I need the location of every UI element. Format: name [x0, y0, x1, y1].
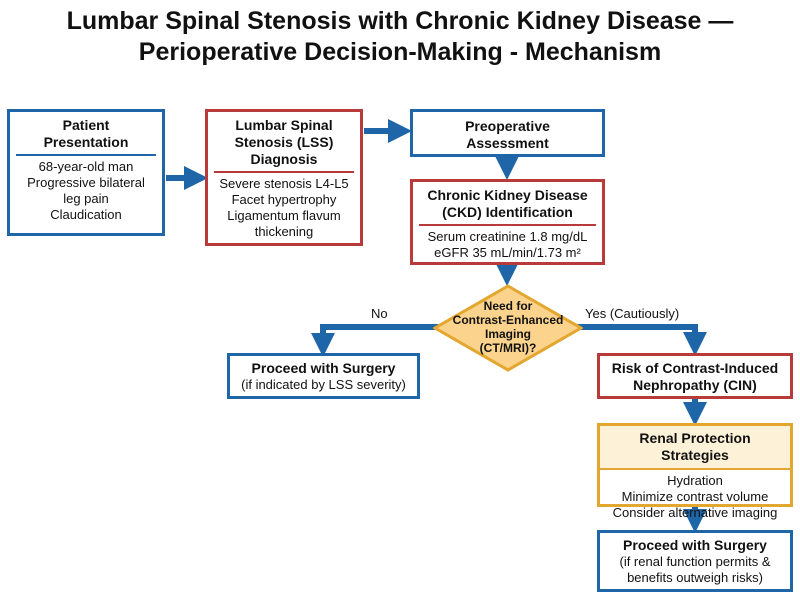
lss-detail-stenosis: Severe stenosis L4-L5 [219, 175, 349, 191]
cin-title-line-1: Risk of Contrast-Induced [611, 360, 779, 376]
preop-title-line-2: Assessment [466, 135, 549, 151]
patient-presentation-box: Patient Presentation 68-year-old man Pro… [7, 109, 165, 236]
renal-strategy-hydration: Hydration [667, 472, 723, 488]
ckd-identification-title: Chronic Kidney Disease (CKD) Identificat… [413, 182, 602, 224]
renal-protection-strategies: Hydration Minimize contrast volume Consi… [600, 470, 790, 525]
lss-diagnosis-details: Severe stenosis L4-L5 Facet hypertrophy … [208, 173, 360, 244]
arrow-yes-branch [576, 324, 707, 356]
renal-strategy-alternative-imaging: Consider alternative imaging [612, 504, 778, 520]
patient-detail-claudication: Claudication [50, 206, 122, 222]
arrow-no-branch [311, 324, 440, 357]
patient-title-line-2: Presentation [43, 134, 129, 150]
ckd-detail-creatinine: Serum creatinine 1.8 mg/dL [427, 228, 588, 244]
title-line-1: Lumbar Spinal Stenosis with Chronic Kidn… [66, 7, 734, 35]
proceed-surgery-left-title: Proceed with Surgery [251, 360, 396, 376]
patient-detail-leg-pain: leg pain [63, 190, 109, 206]
ckd-identification-details: Serum creatinine 1.8 mg/dL eGFR 35 mL/mi… [413, 226, 602, 265]
patient-title-line-1: Patient [62, 117, 110, 133]
proceed-surgery-left-box: Proceed with Surgery (if indicated by LS… [227, 353, 420, 399]
decision-line-1: Need for [483, 299, 533, 313]
lss-detail-facet: Facet hypertrophy [231, 191, 337, 207]
ckd-identification-box: Chronic Kidney Disease (CKD) Identificat… [410, 179, 605, 265]
decision-line-4: (CT/MRI)? [479, 341, 537, 355]
proceed-surgery-right-title: Proceed with Surgery [623, 537, 767, 553]
lss-divider [214, 171, 354, 173]
lss-diagnosis-box: Lumbar Spinal Stenosis (LSS) Diagnosis S… [205, 109, 363, 246]
ckd-divider [419, 224, 596, 226]
decision-line-3: Imaging [484, 327, 531, 341]
ckd-title-line-1: Chronic Kidney Disease [427, 187, 588, 203]
preop-title-line-1: Preoperative [465, 118, 550, 134]
no-branch-label: No [371, 306, 388, 321]
patient-detail-age: 68-year-old man [38, 158, 134, 174]
renal-divider [600, 468, 790, 470]
cin-risk-title: Risk of Contrast-Induced Nephropathy (CI… [600, 356, 790, 397]
cin-title-line-2: Nephropathy (CIN) [633, 377, 757, 393]
ckd-detail-egfr: eGFR 35 mL/min/1.73 m² [434, 244, 581, 260]
lss-detail-thickening: thickening [254, 223, 314, 239]
decision-question: Need for Contrast-Enhanced Imaging (CT/M… [433, 299, 583, 355]
renal-protection-title: Renal Protection Strategies [600, 426, 790, 468]
patient-detail-progressive: Progressive bilateral [27, 174, 145, 190]
renal-strategy-minimize-contrast: Minimize contrast volume [621, 488, 769, 504]
proceed-surgery-right-condition-2: benefits outweigh risks) [627, 570, 763, 585]
lss-title-line-3: Diagnosis [250, 151, 318, 167]
ckd-title-line-2: (CKD) Identification [442, 204, 573, 220]
proceed-surgery-right-box: Proceed with Surgery (if renal function … [597, 530, 793, 592]
proceed-surgery-right-condition-1: (if renal function permits & [619, 554, 771, 569]
renal-protection-box: Renal Protection Strategies Hydration Mi… [597, 423, 793, 520]
proceed-surgery-left-condition: (if indicated by LSS severity) [241, 377, 406, 392]
decision-diamond-shape [433, 284, 583, 372]
patient-presentation-title: Patient Presentation [10, 112, 162, 154]
decision-line-2: Contrast-Enhanced [452, 313, 564, 327]
lss-title-line-2: Stenosis (LSS) [234, 134, 334, 150]
lss-title-line-1: Lumbar Spinal [235, 117, 333, 133]
patient-divider [16, 154, 156, 156]
title-line-2: Perioperative Decision-Making - Mechanis… [138, 38, 662, 66]
preoperative-assessment-title: Preoperative Assessment [413, 112, 602, 155]
preoperative-assessment-box: Preoperative Assessment [410, 109, 605, 157]
yes-branch-label: Yes (Cautiously) [585, 306, 680, 321]
cin-risk-box: Risk of Contrast-Induced Nephropathy (CI… [597, 353, 793, 399]
lss-detail-ligamentum: Ligamentum flavum [227, 207, 341, 223]
page-title: Lumbar Spinal Stenosis with Chronic Kidn… [0, 6, 800, 68]
lss-diagnosis-title: Lumbar Spinal Stenosis (LSS) Diagnosis [208, 112, 360, 171]
contrast-imaging-decision: Need for Contrast-Enhanced Imaging (CT/M… [433, 284, 583, 372]
patient-presentation-details: 68-year-old man Progressive bilateral le… [10, 156, 162, 227]
